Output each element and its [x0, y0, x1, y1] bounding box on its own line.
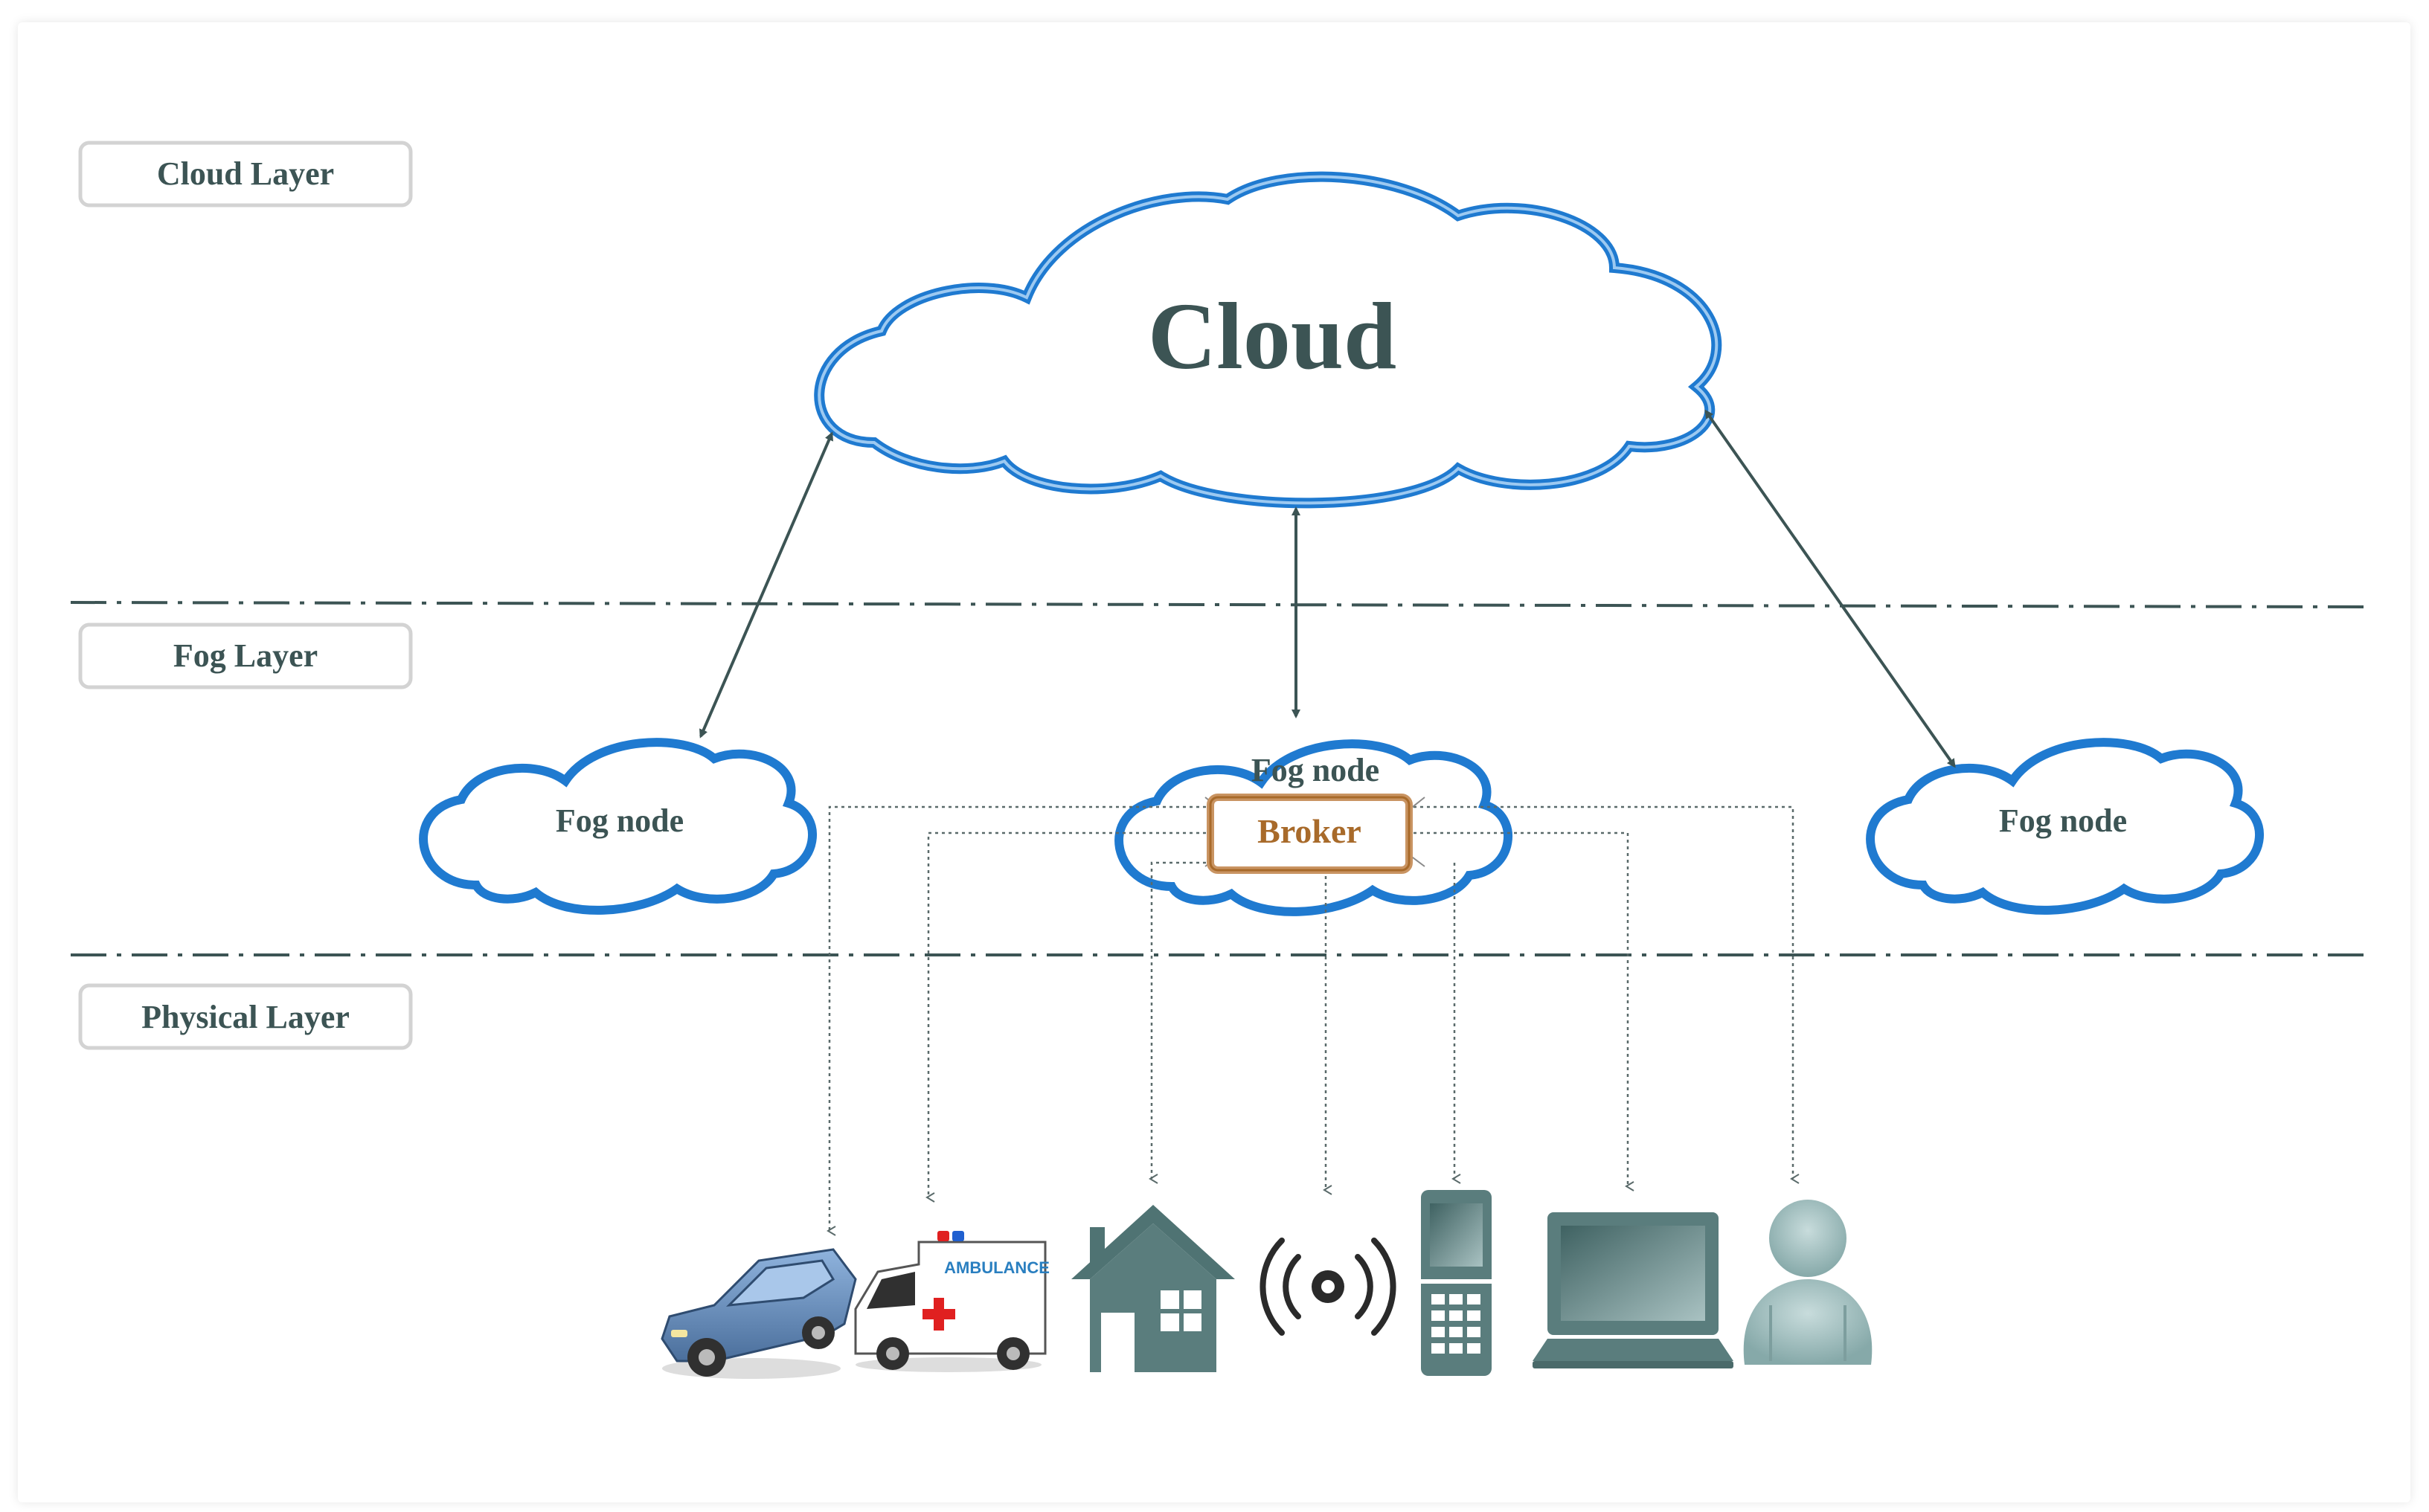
cloud-layer-label: Cloud Layer	[157, 155, 334, 192]
cloud-shape: Cloud	[814, 171, 1722, 509]
sensor-icon	[1260, 1238, 1396, 1336]
arrow-cloud-fog-right	[1704, 409, 1956, 768]
arrow-cloud-fog-left	[699, 431, 833, 739]
link-ambulance	[925, 831, 1213, 1203]
device-links	[827, 805, 1800, 1236]
link-house	[1149, 861, 1213, 1184]
ambulance-icon: AMBULANCE	[854, 1231, 1050, 1372]
cloud-layer-label-box: Cloud Layer	[78, 141, 413, 208]
physical-layer-label-box: Physical Layer	[78, 983, 413, 1050]
fog-node-right: Fog node	[1866, 738, 2264, 915]
fog-node-left: Fog node	[419, 738, 817, 915]
cloud-fog-separator	[70, 601, 2367, 608]
fog-node-center-label: Fog node	[1251, 752, 1379, 788]
fog-node-right-label: Fog node	[1999, 802, 2127, 839]
fog-layer-label-box: Fog Layer	[78, 623, 413, 689]
ambulance-text: AMBULANCE	[944, 1258, 1050, 1277]
phone-icon	[1421, 1190, 1492, 1376]
link-laptop	[1414, 831, 1634, 1191]
house-icon	[1071, 1205, 1235, 1372]
physical-layer-label: Physical Layer	[141, 999, 350, 1035]
broker-label: Broker	[1257, 812, 1361, 850]
link-car	[827, 805, 1213, 1236]
fog-node-left-label: Fog node	[556, 802, 684, 839]
car-icon	[661, 1248, 857, 1379]
fog-layer-label: Fog Layer	[173, 637, 318, 674]
laptop-icon	[1533, 1212, 1733, 1368]
user-icon	[1743, 1200, 1873, 1365]
broker-box: Broker	[1204, 794, 1425, 874]
cloud-label: Cloud	[1148, 283, 1396, 389]
